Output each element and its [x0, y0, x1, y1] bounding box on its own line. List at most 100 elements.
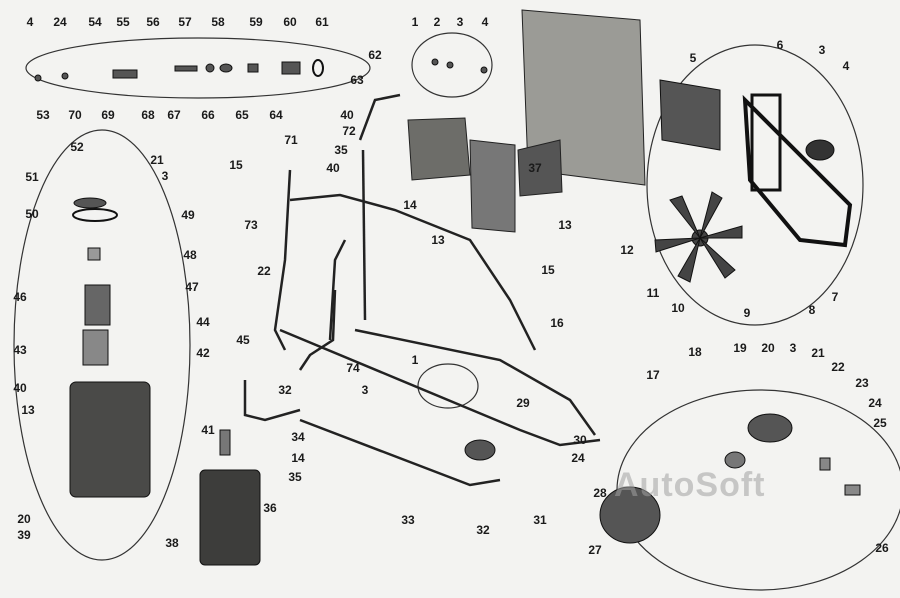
- part-label[interactable]: 55: [116, 15, 130, 29]
- part-label[interactable]: 40: [340, 108, 354, 122]
- part-label[interactable]: 15: [541, 263, 555, 277]
- part-label[interactable]: 73: [244, 218, 258, 232]
- part-label[interactable]: 19: [733, 341, 747, 355]
- part-label[interactable]: 67: [167, 108, 181, 122]
- part-label[interactable]: 71: [284, 133, 298, 147]
- part-label[interactable]: 62: [368, 48, 382, 62]
- part-label[interactable]: 1: [411, 353, 419, 367]
- part-label[interactable]: 17: [646, 368, 660, 382]
- part-label[interactable]: 26: [875, 541, 889, 555]
- part-label[interactable]: 11: [646, 286, 660, 300]
- part-label[interactable]: 74: [346, 361, 360, 375]
- part-label[interactable]: 56: [146, 15, 160, 29]
- part-label[interactable]: 29: [516, 396, 530, 410]
- small-tank: [199, 429, 261, 566]
- part-label[interactable]: 69: [101, 108, 115, 122]
- part-label[interactable]: 27: [588, 543, 602, 557]
- part-label[interactable]: 14: [403, 198, 417, 212]
- part-label[interactable]: 18: [688, 345, 702, 359]
- part-label[interactable]: 35: [288, 470, 302, 484]
- part-label[interactable]: 32: [278, 383, 292, 397]
- fan: [654, 79, 853, 283]
- part-label[interactable]: 36: [263, 501, 277, 515]
- part-label[interactable]: 70: [68, 108, 82, 122]
- part-label[interactable]: 3: [361, 383, 369, 397]
- part-label[interactable]: 45: [236, 333, 250, 347]
- part-label[interactable]: 42: [196, 346, 210, 360]
- part-label[interactable]: 15: [229, 158, 243, 172]
- part-label[interactable]: 64: [269, 108, 283, 122]
- part-label[interactable]: 66: [201, 108, 215, 122]
- part-label[interactable]: 39: [17, 528, 31, 542]
- part-label[interactable]: 9: [743, 306, 751, 320]
- part-label[interactable]: 32: [476, 523, 490, 537]
- part-label[interactable]: 50: [25, 207, 39, 221]
- part-label[interactable]: 24: [571, 451, 585, 465]
- part-label[interactable]: 7: [831, 290, 839, 304]
- part-label[interactable]: 60: [283, 15, 297, 29]
- part-label[interactable]: 41: [201, 423, 215, 437]
- part-label[interactable]: 52: [70, 140, 84, 154]
- part-label[interactable]: 33: [401, 513, 415, 527]
- part-label[interactable]: 34: [291, 430, 305, 444]
- part-label[interactable]: 20: [761, 341, 775, 355]
- part-label[interactable]: 65: [235, 108, 249, 122]
- part-label[interactable]: 2: [433, 15, 441, 29]
- part-label[interactable]: 40: [13, 381, 27, 395]
- part-label[interactable]: 21: [150, 153, 164, 167]
- part-label[interactable]: 6: [776, 38, 784, 52]
- frame-pipes: [243, 93, 601, 487]
- part-label[interactable]: 5: [689, 51, 697, 65]
- part-label[interactable]: 22: [257, 264, 271, 278]
- part-label[interactable]: 13: [431, 233, 445, 247]
- part-label[interactable]: 68: [141, 108, 155, 122]
- part-label[interactable]: 4: [481, 15, 489, 29]
- part-label[interactable]: 20: [17, 512, 31, 526]
- part-label[interactable]: 38: [165, 536, 179, 550]
- part-label[interactable]: 61: [315, 15, 329, 29]
- part-label[interactable]: 54: [88, 15, 102, 29]
- part-label[interactable]: 21: [811, 346, 825, 360]
- part-label[interactable]: 59: [249, 15, 263, 29]
- part-label[interactable]: 13: [21, 403, 35, 417]
- part-label[interactable]: 14: [291, 451, 305, 465]
- part-label[interactable]: 4: [26, 15, 34, 29]
- part-label[interactable]: 10: [671, 301, 685, 315]
- part-label[interactable]: 37: [528, 161, 542, 175]
- part-label[interactable]: 57: [178, 15, 192, 29]
- part-label[interactable]: 24: [868, 396, 882, 410]
- part-label[interactable]: 53: [36, 108, 50, 122]
- part-label[interactable]: 1: [411, 15, 419, 29]
- part-label[interactable]: 13: [558, 218, 572, 232]
- part-label[interactable]: 3: [456, 15, 464, 29]
- part-label[interactable]: 51: [25, 170, 39, 184]
- part-label[interactable]: 16: [550, 316, 564, 330]
- part-label[interactable]: 48: [183, 248, 197, 262]
- group-outline-top-middle: [411, 32, 493, 98]
- part-label[interactable]: 12: [620, 243, 634, 257]
- part-label[interactable]: 4: [842, 59, 850, 73]
- part-label[interactable]: 46: [13, 290, 27, 304]
- part-label[interactable]: 28: [593, 486, 607, 500]
- part-label[interactable]: 3: [818, 43, 826, 57]
- part-label[interactable]: 44: [196, 315, 210, 329]
- part-label[interactable]: 63: [350, 73, 364, 87]
- part-label[interactable]: 49: [181, 208, 195, 222]
- part-label[interactable]: 25: [873, 416, 887, 430]
- part-label[interactable]: 30: [573, 433, 587, 447]
- part-label[interactable]: 22: [831, 360, 845, 374]
- part-label[interactable]: 35: [334, 143, 348, 157]
- part-label[interactable]: 3: [789, 341, 797, 355]
- part-label[interactable]: 72: [342, 124, 356, 138]
- part-label[interactable]: 3: [161, 169, 169, 183]
- part-label[interactable]: 8: [808, 303, 816, 317]
- part-label[interactable]: 40: [326, 161, 340, 175]
- group-outline-right-fan: [646, 44, 864, 326]
- part-label[interactable]: 47: [185, 280, 199, 294]
- part-label[interactable]: 58: [211, 15, 225, 29]
- part-label[interactable]: 31: [533, 513, 547, 527]
- part-label[interactable]: 24: [53, 15, 67, 29]
- part-label[interactable]: 23: [855, 376, 869, 390]
- part-label[interactable]: 43: [13, 343, 27, 357]
